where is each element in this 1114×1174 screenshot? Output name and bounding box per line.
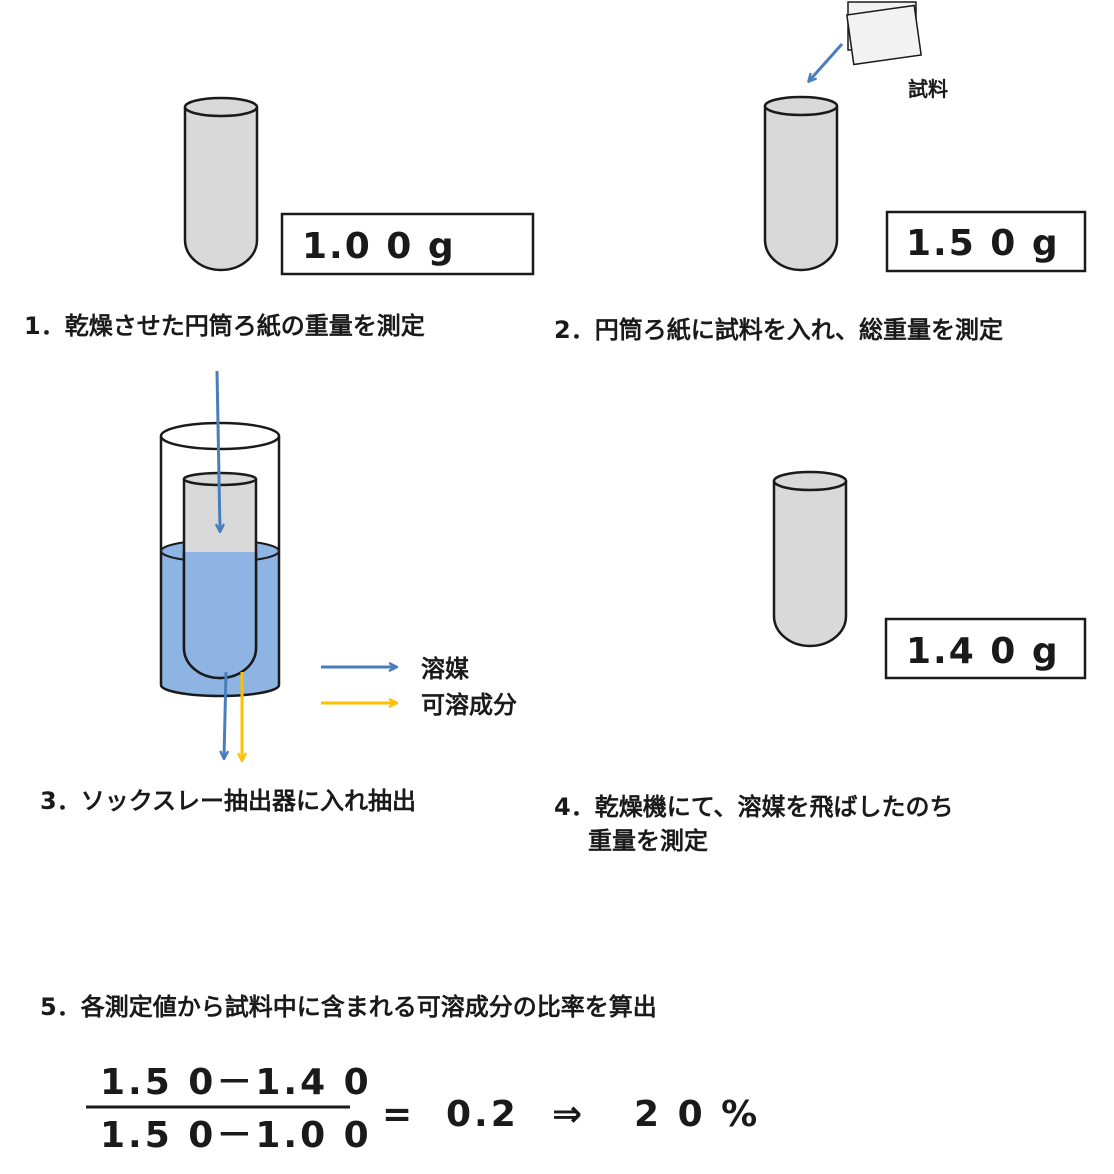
solvent-outflow-arrow [224, 671, 226, 758]
formula-implies: ⇒ [552, 1094, 585, 1135]
formula-denominator: 1.5 0－1.0 0 [100, 1115, 372, 1156]
step4-caption-line1: 4．乾燥機にて、溶媒を飛ばしたのち [554, 793, 954, 821]
step4-weight: 1.4 0 g [906, 631, 1060, 672]
step2-weight: 1.5 0 g [906, 223, 1060, 264]
legend-soluble-label: 可溶成分 [421, 691, 517, 719]
step3-thimble [182, 471, 258, 680]
step2-thimble [763, 95, 839, 272]
step2-weight-box [885, 210, 1087, 273]
solvent-inflow-arrow [217, 370, 220, 531]
step1-weight-box [280, 212, 535, 276]
formula-equals: = [382, 1094, 415, 1135]
step1-caption: 1．乾燥させた円筒ろ紙の重量を測定 [24, 312, 425, 340]
step4-thimble [772, 470, 848, 648]
step4-caption-line2: 重量を測定 [588, 827, 708, 855]
sample-arrow [809, 43, 844, 81]
step1-thimble [183, 96, 259, 272]
step4-weight-box [884, 617, 1087, 680]
formula-percent: 2 0 % [634, 1094, 760, 1135]
step1-weight: 1.0 0 g [302, 226, 456, 267]
legend-solvent-label: 溶媒 [421, 655, 470, 683]
step5-caption: 5．各測定値から試料中に含まれる可溶成分の比率を算出 [40, 993, 657, 1021]
formula-ratio: 0.2 [446, 1094, 519, 1135]
sample-paper [846, 1, 922, 66]
sample-label: 試料 [908, 77, 948, 101]
step3-caption: 3．ソックスレー抽出器に入れ抽出 [40, 787, 416, 815]
step2-caption: 2．円筒ろ紙に試料を入れ、総重量を測定 [554, 316, 1003, 344]
formula-numerator: 1.5 0－1.4 0 [100, 1062, 372, 1103]
